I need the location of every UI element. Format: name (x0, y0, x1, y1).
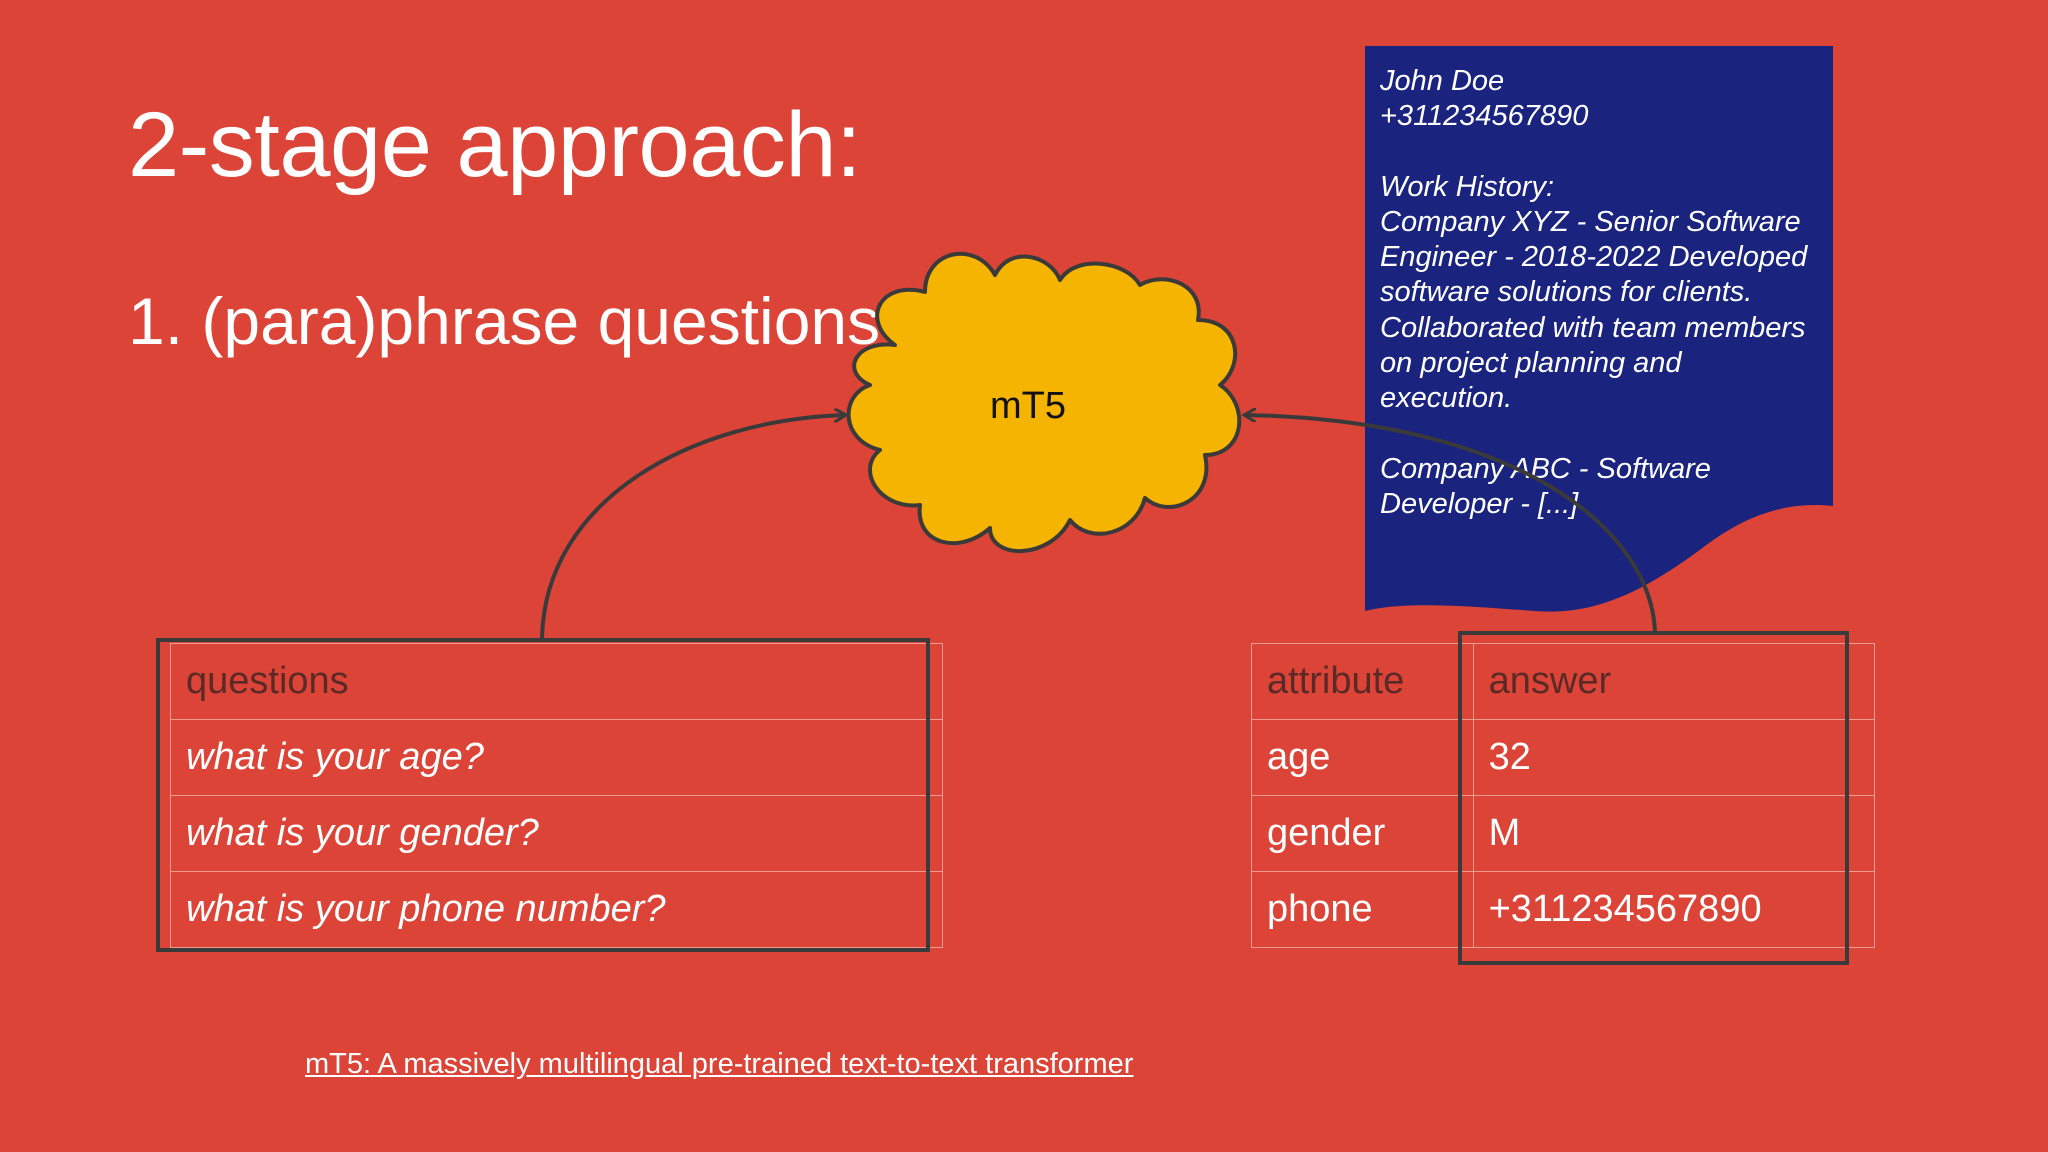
mt5-paper-link[interactable]: mT5: A massively multilingual pre-traine… (305, 1048, 1134, 1080)
table-row: phone +311234567890 (1251, 871, 1876, 948)
answer-header: answer (1472, 643, 1876, 720)
mt5-cloud-icon (846, 251, 1242, 553)
table-row: gender M (1251, 795, 1876, 872)
table-row: questions (170, 643, 943, 720)
table-row: what is your gender? (170, 795, 943, 872)
table-row: what is your age? (170, 719, 943, 796)
question-cell: what is your phone number? (170, 871, 943, 948)
slide-subtitle: 1. (para)phrase questions (128, 284, 881, 358)
questions-header: questions (170, 643, 943, 720)
questions-table: questions what is your age? what is your… (170, 643, 943, 948)
question-to-model-arrow (540, 415, 845, 639)
resume-work-history: Work History: Company XYZ - Senior Softw… (1380, 170, 1808, 415)
table-row: age 32 (1251, 719, 1876, 796)
attribute-header: attribute (1251, 643, 1474, 720)
resume-contact: John Doe +311234567890 (1380, 65, 1589, 133)
resume-document-text: John Doe +311234567890 Work History: Com… (1380, 64, 1840, 522)
questions-highlight-box (156, 638, 930, 952)
attribute-cell: gender (1251, 795, 1474, 872)
attribute-cell: age (1251, 719, 1474, 796)
attribute-cell: phone (1251, 871, 1474, 948)
table-row: attribute answer (1251, 643, 1876, 720)
question-cell: what is your age? (170, 719, 943, 796)
resume-document-shape (1365, 46, 1833, 612)
answer-cell: +311234567890 (1472, 871, 1876, 948)
table-row: what is your phone number? (170, 871, 943, 948)
document-to-model-arrow (1245, 415, 1657, 632)
model-label: mT5 (990, 385, 1066, 427)
answers-highlight-box (1458, 631, 1849, 965)
resume-work-history-more: Company ABC - Software Developer - [...] (1380, 452, 1711, 520)
slide-title: 2-stage approach: (128, 94, 862, 196)
question-cell: what is your gender? (170, 795, 943, 872)
attributes-table: attribute answer age 32 gender M phone +… (1251, 643, 1876, 948)
